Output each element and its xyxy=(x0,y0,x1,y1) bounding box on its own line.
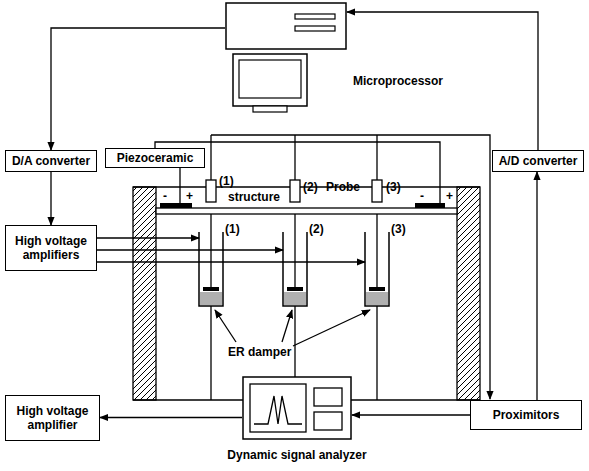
signal-connector xyxy=(347,12,538,150)
drive-slot xyxy=(295,14,335,19)
monitor xyxy=(233,54,307,106)
box-label: High voltage amplifier xyxy=(10,404,95,432)
proximity-probe xyxy=(206,180,216,202)
probe-wire xyxy=(210,135,211,180)
node-label: Microprocessor xyxy=(353,74,443,88)
damper-rod xyxy=(210,214,211,289)
damper-rod xyxy=(294,214,295,289)
er-fluid xyxy=(366,292,388,305)
computer-icon xyxy=(225,2,347,114)
part-label: - xyxy=(163,189,167,203)
er-fluid xyxy=(200,292,222,305)
signal-connector xyxy=(51,28,225,150)
analyzer-screen xyxy=(250,384,306,432)
damper-support xyxy=(376,306,377,400)
computer-node: Microprocessor xyxy=(225,2,347,114)
probe-wire xyxy=(376,135,377,180)
process-box: Proximitors xyxy=(470,400,582,430)
proximity-probe xyxy=(290,180,300,202)
box-label: D/A converter xyxy=(12,154,90,168)
high-voltage-line xyxy=(97,249,283,250)
part-label: structure xyxy=(228,190,280,204)
probe-wire xyxy=(211,135,490,399)
signal-connector xyxy=(536,172,537,400)
analyzer-icon xyxy=(242,376,352,440)
process-box: High voltage amplifier xyxy=(5,395,100,441)
leader-arrow xyxy=(282,310,292,342)
part-label: - xyxy=(420,189,424,203)
high-voltage-line xyxy=(97,261,365,262)
beam-structure xyxy=(156,208,457,214)
analyzer-button xyxy=(314,412,342,430)
process-box: D/A converter xyxy=(5,150,97,172)
wall-support xyxy=(133,187,156,400)
part-label: (2) xyxy=(303,180,318,194)
process-box: Piezoceramic xyxy=(105,148,205,168)
signal-connector xyxy=(50,172,51,225)
er-fluid xyxy=(284,292,306,305)
high-voltage-line xyxy=(97,237,199,238)
analyzer-button xyxy=(314,388,342,406)
damper-piston xyxy=(287,287,303,291)
leader-arrow xyxy=(215,310,236,342)
piezo-patch xyxy=(160,203,192,208)
box-label: High voltage amplifiers xyxy=(10,234,92,262)
part-label: Probe xyxy=(326,180,360,194)
spectrum-trace xyxy=(254,396,302,424)
process-box: High voltage amplifiers xyxy=(5,225,97,271)
signal-connector xyxy=(352,414,470,415)
drive-slot xyxy=(295,26,335,31)
leader-arrow xyxy=(293,310,370,346)
piezo-wire xyxy=(179,168,180,203)
proximity-probe xyxy=(372,180,382,202)
box-label: Piezoceramic xyxy=(117,151,194,165)
damper-support xyxy=(210,306,211,400)
analyzer-node: Dynamic signal analyzer xyxy=(242,376,352,440)
signal-connector xyxy=(100,417,242,418)
wall-support xyxy=(457,187,480,400)
damper-piston xyxy=(369,287,385,291)
part-label: (2) xyxy=(309,222,324,236)
part-label: (1) xyxy=(225,222,240,236)
monitor-screen xyxy=(239,60,301,98)
analyzer-case xyxy=(243,377,351,439)
box-label: Proximitors xyxy=(493,408,560,422)
process-box: A/D converter xyxy=(492,150,584,172)
damper-piston xyxy=(203,287,219,291)
part-label: ER damper xyxy=(228,345,291,359)
box-label: A/D converter xyxy=(499,154,578,168)
monitor-stand xyxy=(253,106,287,112)
part-label: + xyxy=(186,189,193,203)
damper-rod xyxy=(376,214,377,289)
node-label: Dynamic signal analyzer xyxy=(227,448,366,462)
part-label: (3) xyxy=(386,180,401,194)
probe-wire xyxy=(294,135,295,180)
computer-tower xyxy=(226,3,346,49)
piezo-patch xyxy=(415,203,445,208)
part-label: (3) xyxy=(391,222,406,236)
part-label: + xyxy=(446,189,453,203)
part-label: (1) xyxy=(219,174,234,188)
